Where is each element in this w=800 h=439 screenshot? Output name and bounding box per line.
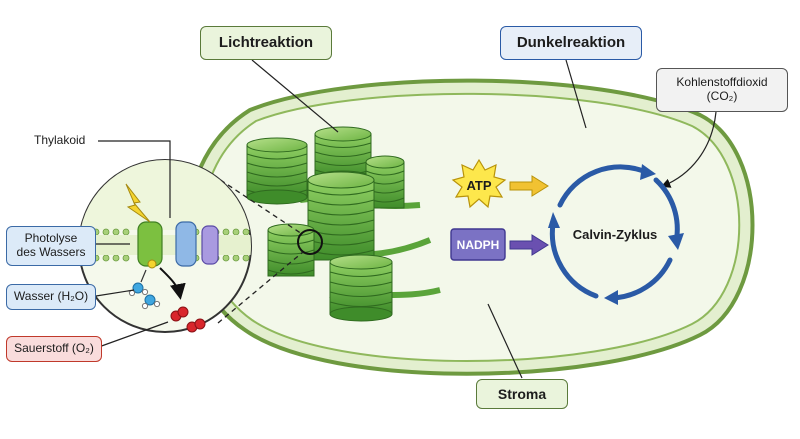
nadph-label: NADPH [457, 238, 500, 252]
thylakoid-label: Thylakoid [34, 133, 86, 147]
zoom-marker-circle [297, 229, 323, 255]
photolyse-label-line1: Photolyse [24, 231, 78, 246]
zoom-connector-lines [212, 174, 304, 324]
atp-label: ATP [466, 178, 491, 193]
photolyse-label: Photolyse des Wassers [6, 226, 96, 266]
co2-label: Kohlenstoffdioxid (CO₂) [656, 68, 788, 112]
co2-label-line2: (CO₂) [706, 89, 738, 103]
nadph-box [450, 228, 506, 261]
sauerstoff-label: Sauerstoff (O₂) [6, 336, 102, 362]
co2-label-line1: Kohlenstoffdioxid [676, 75, 768, 90]
wasser-label: Wasser (H₂O) [6, 284, 96, 310]
atp-star-icon [451, 158, 507, 209]
water-molecule-icon [128, 282, 161, 310]
calvin-cycle-label: Calvin-Zyklus [573, 227, 658, 242]
dunkelreaktion-label: Dunkelreaktion [500, 26, 642, 60]
atp-arrow [509, 175, 549, 197]
leader-lines [95, 59, 717, 379]
cycle-arrow-icon [548, 164, 684, 305]
lightning-icon [125, 183, 151, 223]
photolyse-label-line2: des Wassers [16, 245, 86, 259]
nadph-arrow [509, 234, 549, 256]
lichtreaktion-label: Lichtreaktion [200, 26, 332, 60]
stroma-label: Stroma [476, 379, 568, 409]
oxygen-molecule-icon [170, 306, 206, 333]
grana-stacks [246, 126, 441, 322]
